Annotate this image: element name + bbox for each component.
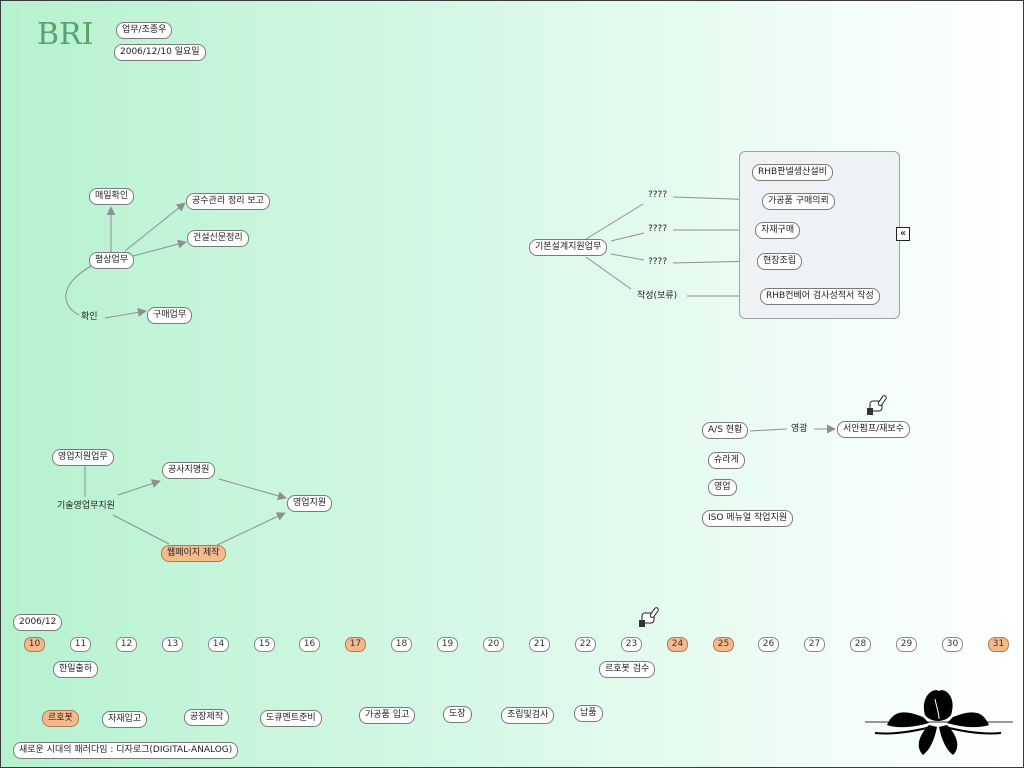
box-item-processed-order[interactable]: 가공품 구매의뢰	[762, 193, 835, 210]
timeline-day[interactable]: 13	[162, 637, 183, 652]
confirm-label: 확인	[81, 312, 98, 322]
branch-3-label: ????	[648, 257, 668, 267]
timeline-day[interactable]: 18	[391, 637, 412, 652]
timeline-day[interactable]: 30	[942, 637, 963, 652]
seoan-pump-node[interactable]: 서안펌프/재보수	[837, 421, 910, 438]
connector-construction-sales	[218, 478, 287, 501]
timeline-day[interactable]: 27	[804, 637, 825, 652]
process-step-processed-in[interactable]: 가공품 입고	[359, 707, 416, 724]
timeline-day[interactable]: 20	[483, 637, 504, 652]
timeline-day[interactable]: 15	[254, 637, 275, 652]
process-step-factory[interactable]: 공장제작	[184, 709, 230, 726]
author-node[interactable]: 업무/조종우	[116, 22, 173, 39]
flower-logo-icon	[865, 685, 1013, 767]
timeline-day[interactable]: 25	[713, 637, 734, 652]
box-item-rhb-panel[interactable]: RHB판넬생산설비	[752, 164, 833, 181]
timeline-day[interactable]: 17	[345, 637, 366, 652]
connector-confirm-purchase	[104, 307, 147, 319]
footer-slogan: 새로운 시대의 패러다임 : 디자로그(DIGITAL-ANALOG)	[13, 742, 239, 759]
connector-root-branch4	[585, 256, 632, 290]
logo: BRI	[37, 17, 94, 52]
process-step-delivery[interactable]: 납품	[574, 705, 603, 722]
timeline-month-node[interactable]: 2006/12	[13, 614, 63, 631]
as-status-node[interactable]: A/S 현황	[702, 422, 749, 439]
event-rhobot-node[interactable]: 르호봇 검수	[599, 661, 656, 678]
process-step-painting[interactable]: 도장	[443, 706, 472, 723]
timeline-day[interactable]: 22	[575, 637, 596, 652]
box-item-material-purchase[interactable]: 자재구매	[755, 222, 801, 239]
connector-tech-web	[112, 514, 170, 545]
connector-routine-news	[132, 239, 187, 257]
web-page-node[interactable]: 웹페이지 제작	[161, 545, 226, 562]
process-step-material-in[interactable]: 자재입고	[102, 711, 148, 728]
process-step-rhobot[interactable]: 르호봇	[42, 710, 79, 727]
connector-tech-construction	[117, 479, 161, 496]
connector-root-branch1	[585, 203, 644, 240]
construction-support-node[interactable]: 공사지명원	[162, 462, 216, 479]
branch-2-label: ????	[648, 224, 668, 234]
connector-as-sales	[749, 428, 788, 432]
box-item-rhb-conveyor[interactable]: RHB컨베어 검사성적서 작성	[760, 288, 880, 305]
process-step-assembly[interactable]: 조립및검사	[501, 707, 555, 724]
branch-4-label: 작성(보류)	[637, 291, 678, 301]
connector-routine-labor	[124, 202, 186, 252]
timeline-day[interactable]: 14	[208, 637, 229, 652]
connector-web-sales	[216, 512, 286, 546]
tech-sales-support-label: 기술영업무지원	[57, 501, 115, 511]
iso-manual-node[interactable]: ISO 메뉴얼 작업지원	[702, 510, 794, 527]
collapse-button[interactable]: «	[896, 227, 910, 241]
timeline-day[interactable]: 26	[758, 637, 779, 652]
process-step-document[interactable]: 도큐멘트준비	[260, 710, 322, 727]
branch-1-label: ????	[648, 190, 668, 200]
connector-root-branch2	[610, 232, 645, 242]
box-item-field-assembly[interactable]: 현장조립	[757, 253, 803, 270]
sales-support-node[interactable]: 영업지원	[287, 495, 333, 512]
daily-check-node[interactable]: 매일확인	[89, 188, 135, 205]
timeline-day[interactable]: 28	[850, 637, 871, 652]
purchase-work-node[interactable]: 구매업무	[147, 307, 193, 324]
sales-support-work-node[interactable]: 영업지원업무	[52, 449, 114, 466]
timeline-day[interactable]: 11	[70, 637, 91, 652]
timeline-day[interactable]: 19	[437, 637, 458, 652]
construction-news-node[interactable]: 건설신문정리	[187, 230, 249, 247]
routine-work-node[interactable]: 평상업무	[89, 252, 135, 269]
timeline-day[interactable]: 29	[896, 637, 917, 652]
date-node[interactable]: 2006/12/10 일요일	[114, 44, 206, 61]
pointing-hand-icon	[866, 393, 892, 421]
connector-routine-confirm	[65, 264, 94, 316]
timeline-day[interactable]: 10	[24, 637, 45, 652]
shuragae-node[interactable]: 슈라게	[708, 452, 745, 469]
timeline-day[interactable]: 21	[529, 637, 550, 652]
timeline-day[interactable]: 23	[621, 637, 642, 652]
labor-report-node[interactable]: 공수관리 정리 보고	[186, 193, 270, 210]
pointing-hand-icon	[638, 605, 664, 633]
event-hanil-node[interactable]: 한일출하	[53, 661, 99, 678]
timeline-day[interactable]: 24	[667, 637, 688, 652]
sales-node[interactable]: 영업	[708, 479, 737, 496]
timeline-day[interactable]: 12	[116, 637, 137, 652]
sales-label: 영광	[791, 424, 808, 434]
timeline-day[interactable]: 16	[299, 637, 320, 652]
timeline-day[interactable]: 31	[988, 637, 1009, 652]
design-support-root-node[interactable]: 기본설계지원업무	[529, 239, 608, 256]
connector-root-branch3	[610, 253, 645, 261]
